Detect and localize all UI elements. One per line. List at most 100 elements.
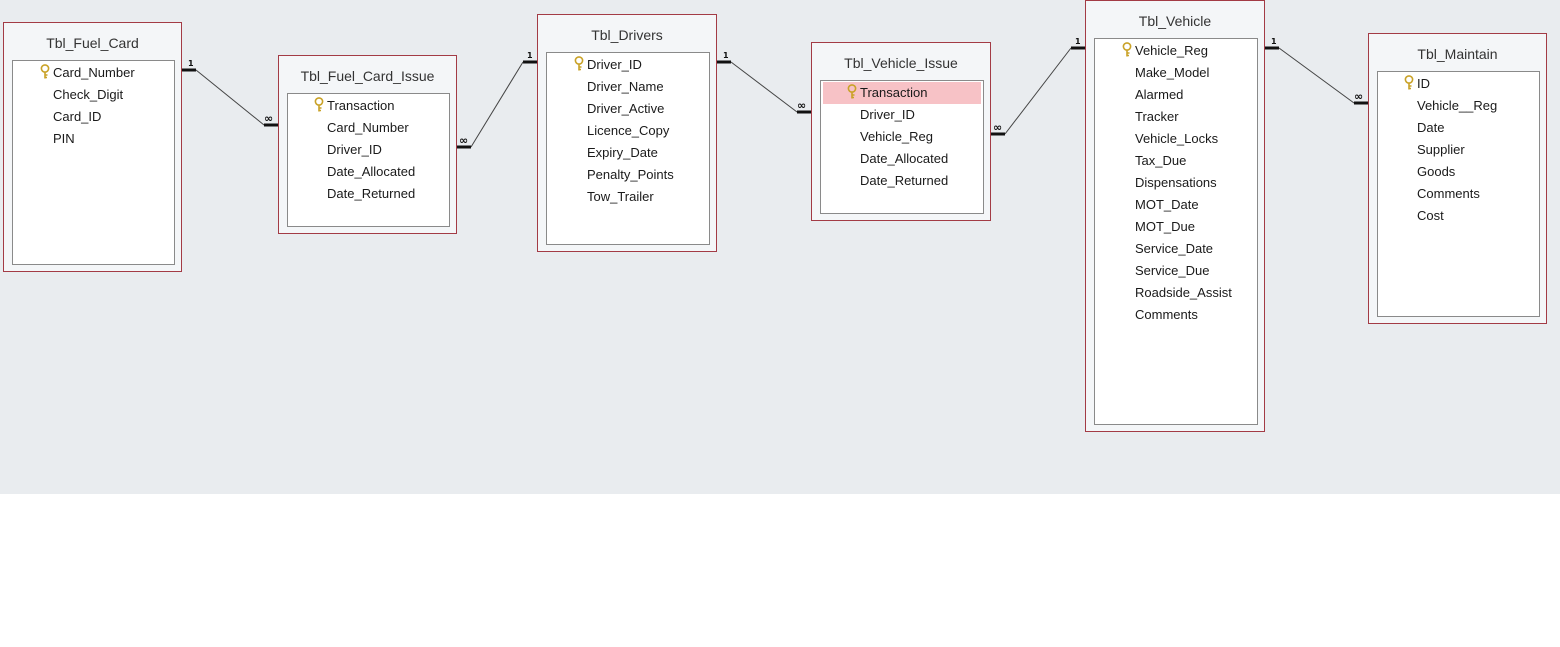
field-name: Tax_Due [1135,153,1187,168]
field-alarmed[interactable]: Alarmed [1095,84,1257,106]
field-supplier[interactable]: Supplier [1378,139,1539,161]
cardinality-one-label: 1 [1075,37,1081,46]
field-penalty-points[interactable]: Penalty_Points [547,164,709,186]
cardinality-many-label: ∞ [797,99,806,112]
field-dispensations[interactable]: Dispensations [1095,172,1257,194]
field-name: Service_Due [1135,263,1210,278]
field-transaction[interactable]: Transaction [823,82,981,104]
field-name: Dispensations [1135,175,1217,190]
field-name: Transaction [860,85,928,100]
cardinality-many-label: ∞ [1354,90,1363,103]
field-roadside-assist[interactable]: Roadside_Assist [1095,282,1257,304]
field-name: Vehicle_Locks [1135,131,1219,146]
relationship-line [1004,47,1072,135]
field-name: Service_Date [1135,241,1214,256]
field-name: Vehicle_Reg [860,129,933,144]
field-name: Alarmed [1135,87,1184,102]
relationship-tbl-vehicle-tbl-maintain[interactable]: 1∞ [1265,37,1368,105]
field-name: Roadside_Assist [1135,285,1232,300]
field-driver-active[interactable]: Driver_Active [547,98,709,120]
field-driver-id[interactable]: Driver_ID [821,104,983,126]
field-name: Licence_Copy [587,123,670,138]
field-vehicle-locks[interactable]: Vehicle_Locks [1095,128,1257,150]
field-vehicle-reg[interactable]: Vehicle_Reg [1095,40,1257,62]
relationship-tbl-drivers-tbl-fuel-card-issue[interactable]: 1∞ [457,51,537,149]
field-service-date[interactable]: Service_Date [1095,238,1257,260]
field-transaction[interactable]: Transaction [288,95,449,117]
field-driver-name[interactable]: Driver_Name [547,76,709,98]
relationship-tbl-vehicle-tbl-vehicle-issue[interactable]: 1∞ [991,37,1085,136]
table-title[interactable]: Tbl_Fuel_Card [46,35,139,51]
primary-key-icon [1121,42,1133,58]
field-tax-due[interactable]: Tax_Due [1095,150,1257,172]
field-name: Driver_ID [860,107,915,122]
field-pin[interactable]: PIN [13,128,174,150]
field-name: Check_Digit [53,87,124,102]
cardinality-one-label: 1 [1271,37,1277,46]
table-title[interactable]: Tbl_Drivers [591,27,663,43]
field-name: Cost [1417,208,1444,223]
table-title[interactable]: Tbl_Fuel_Card_Issue [300,68,435,84]
field-name: Date_Allocated [860,151,949,166]
relationship-line [470,61,524,148]
field-name: Vehicle__Reg [1417,98,1498,113]
field-service-due[interactable]: Service_Due [1095,260,1257,282]
field-date[interactable]: Date [1378,117,1539,139]
table-title[interactable]: Tbl_Maintain [1417,46,1498,62]
field-cost[interactable]: Cost [1378,205,1539,227]
field-mot-due[interactable]: MOT_Due [1095,216,1257,238]
field-name: Driver_ID [327,142,382,157]
field-licence-copy[interactable]: Licence_Copy [547,120,709,142]
table-title[interactable]: Tbl_Vehicle [1138,13,1212,29]
field-date-returned[interactable]: Date_Returned [288,183,449,205]
relationship-tbl-drivers-tbl-vehicle-issue[interactable]: 1∞ [717,51,811,114]
field-name: Tracker [1135,109,1179,124]
field-name: Tow_Trailer [587,189,654,204]
field-driver-id[interactable]: Driver_ID [547,54,709,76]
field-name: Comments [1135,307,1198,322]
field-date-returned[interactable]: Date_Returned [821,170,983,192]
field-card-number[interactable]: Card_Number [288,117,449,139]
field-vehicle-reg[interactable]: Vehicle_Reg [821,126,983,148]
field-tracker[interactable]: Tracker [1095,106,1257,128]
field-comments[interactable]: Comments [1378,183,1539,205]
cardinality-one-label: 1 [723,51,729,60]
field-name: ID [1417,76,1430,91]
field-goods[interactable]: Goods [1378,161,1539,183]
field-date-allocated[interactable]: Date_Allocated [288,161,449,183]
field-name: Card_Number [327,120,409,135]
field-expiry-date[interactable]: Expiry_Date [547,142,709,164]
field-name: Comments [1417,186,1480,201]
field-date-allocated[interactable]: Date_Allocated [821,148,983,170]
field-card-id[interactable]: Card_ID [13,106,174,128]
primary-key-icon [39,64,51,80]
field-card-number[interactable]: Card_Number [13,62,174,84]
field-driver-id[interactable]: Driver_ID [288,139,449,161]
field-mot-date[interactable]: MOT_Date [1095,194,1257,216]
cardinality-one-label: 1 [188,59,194,68]
field-vehicle-reg[interactable]: Vehicle__Reg [1378,95,1539,117]
field-make-model[interactable]: Make_Model [1095,62,1257,84]
field-check-digit[interactable]: Check_Digit [13,84,174,106]
field-name: Date_Returned [860,173,949,188]
field-tow-trailer[interactable]: Tow_Trailer [547,186,709,208]
cardinality-many-label: ∞ [993,121,1002,134]
field-id[interactable]: ID [1378,73,1539,95]
field-name: MOT_Due [1135,219,1195,234]
table-title[interactable]: Tbl_Vehicle_Issue [844,55,958,71]
relationship-tbl-fuel-card-tbl-fuel-card-issue[interactable]: 1∞ [182,59,278,127]
field-comments[interactable]: Comments [1095,304,1257,326]
